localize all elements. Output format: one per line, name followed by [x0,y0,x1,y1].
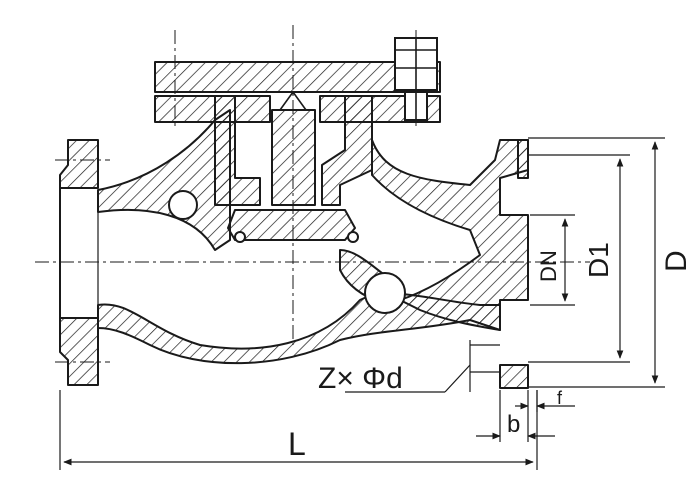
right-flange-bottom [499,364,529,389]
lower-cavity-circle [364,272,406,314]
seat-cavity-circle [168,190,198,220]
bonnet-cover [154,61,441,93]
left-flange [59,139,99,386]
bonnet-neck-right [321,95,373,206]
bonnet-neck-left [214,95,261,206]
bonnet-flange-lower [154,95,271,123]
body-upper-wall [97,109,231,251]
label-flange-diameter: D [660,250,693,272]
label-length: L [288,426,306,462]
label-nominal-diameter: DN [536,250,561,282]
right-flange-raised [517,139,529,179]
label-flange-thickness: b [507,411,520,438]
body-right-wall [371,139,529,331]
disc-pin-right [347,231,359,243]
disc-pin-left [234,231,246,243]
valve-disc [227,209,356,241]
label-raised-face-height: f [557,388,563,408]
label-bolt-holes: Z× Φd [318,362,403,395]
label-bolt-circle-diameter: D1 [583,242,614,278]
bolt-hole-leader [444,364,471,393]
